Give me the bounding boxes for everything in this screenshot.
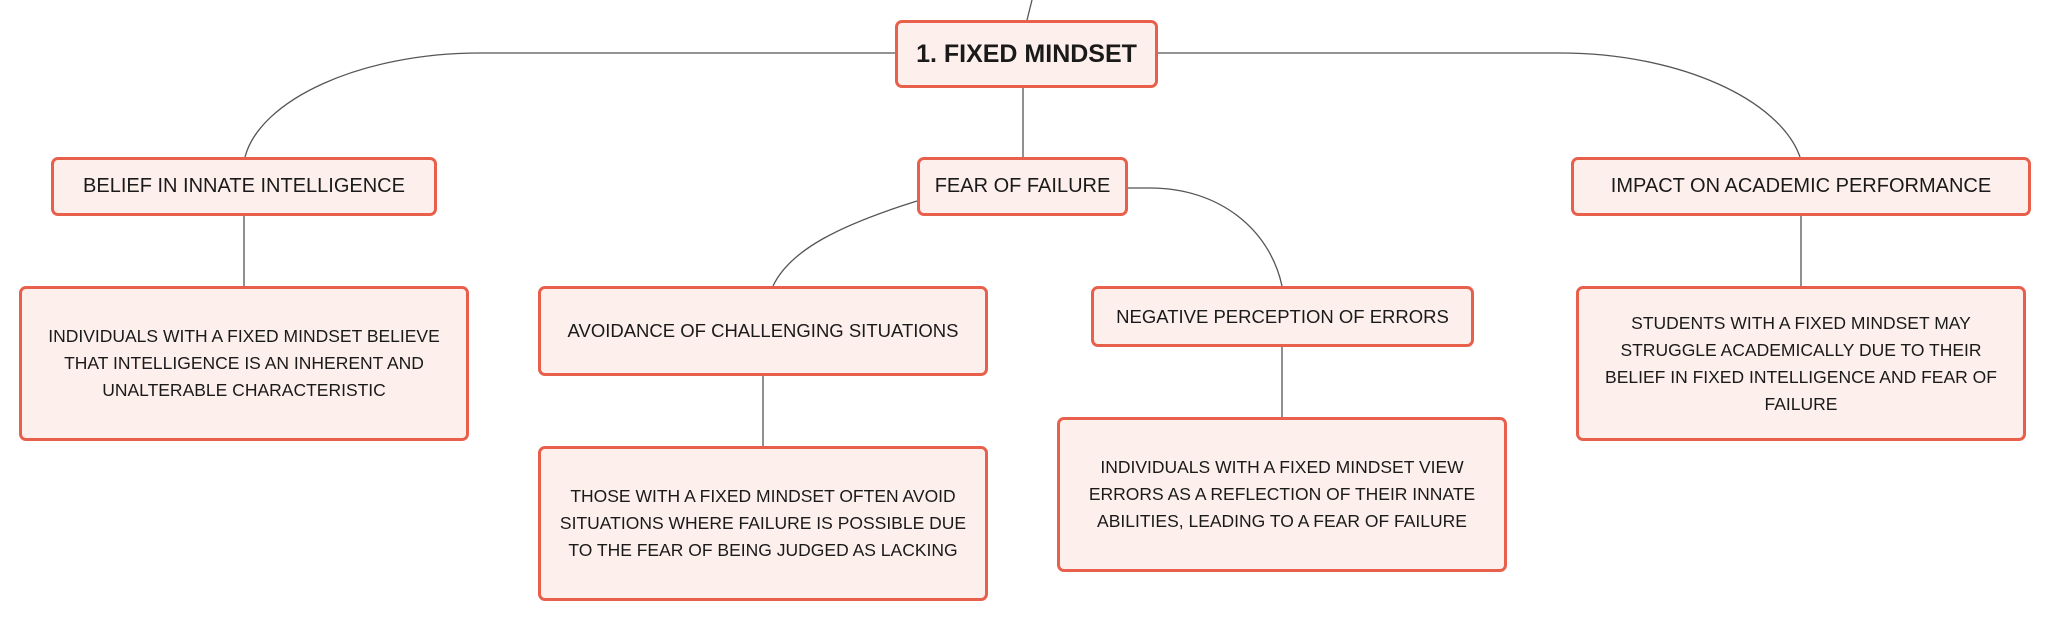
topic-label-fear-of-failure: FEAR OF FAILURE bbox=[934, 175, 1111, 197]
connector-fear-to-avoidance bbox=[772, 200, 918, 287]
detail-text-impact: STUDENTS WITH A FIXED MINDSET MAY STRUGG… bbox=[1605, 312, 1997, 414]
connector-fear-to-negative bbox=[1128, 187, 1283, 287]
central-topic-label: 1. FIXED MINDSET bbox=[916, 39, 1137, 68]
topic-node-fear-of-failure[interactable]: FEAR OF FAILURE bbox=[917, 157, 1128, 216]
detail-text-belief: INDIVIDUALS WITH A FIXED MINDSET BELIEVE… bbox=[48, 326, 440, 400]
detail-node-avoidance[interactable]: THOSE WITH A FIXED MINDSET OFTEN AVOID S… bbox=[538, 446, 988, 601]
topic-label-impact: IMPACT ON ACADEMIC PERFORMANCE bbox=[1610, 175, 1992, 197]
subtopic-node-negative-perception[interactable]: NEGATIVE PERCEPTION OF ERRORS bbox=[1091, 286, 1474, 347]
connector-parent-to-root bbox=[1026, 0, 1033, 21]
subtopic-label-avoidance: AVOIDANCE OF CHALLENGING SITUATIONS bbox=[567, 320, 959, 341]
topic-node-belief[interactable]: BELIEF IN INNATE INTELLIGENCE bbox=[51, 157, 437, 216]
subtopic-node-avoidance[interactable]: AVOIDANCE OF CHALLENGING SITUATIONS bbox=[538, 286, 988, 376]
detail-text-negative-perception: INDIVIDUALS WITH A FIXED MINDSET VIEW ER… bbox=[1088, 457, 1476, 531]
detail-node-belief[interactable]: INDIVIDUALS WITH A FIXED MINDSET BELIEVE… bbox=[19, 286, 469, 441]
subtopic-label-negative-perception: NEGATIVE PERCEPTION OF ERRORS bbox=[1116, 305, 1449, 327]
detail-node-impact[interactable]: STUDENTS WITH A FIXED MINDSET MAY STRUGG… bbox=[1576, 286, 2026, 441]
topic-label-belief: BELIEF IN INNATE INTELLIGENCE bbox=[83, 175, 405, 197]
connector-root-to-impact bbox=[1158, 52, 1801, 158]
connector-root-to-belief bbox=[244, 52, 895, 158]
topic-node-impact[interactable]: IMPACT ON ACADEMIC PERFORMANCE bbox=[1571, 157, 2031, 216]
central-topic-node[interactable]: 1. FIXED MINDSET bbox=[895, 20, 1158, 88]
detail-node-negative-perception[interactable]: INDIVIDUALS WITH A FIXED MINDSET VIEW ER… bbox=[1057, 417, 1507, 572]
detail-text-avoidance: THOSE WITH A FIXED MINDSET OFTEN AVOID S… bbox=[559, 486, 967, 560]
